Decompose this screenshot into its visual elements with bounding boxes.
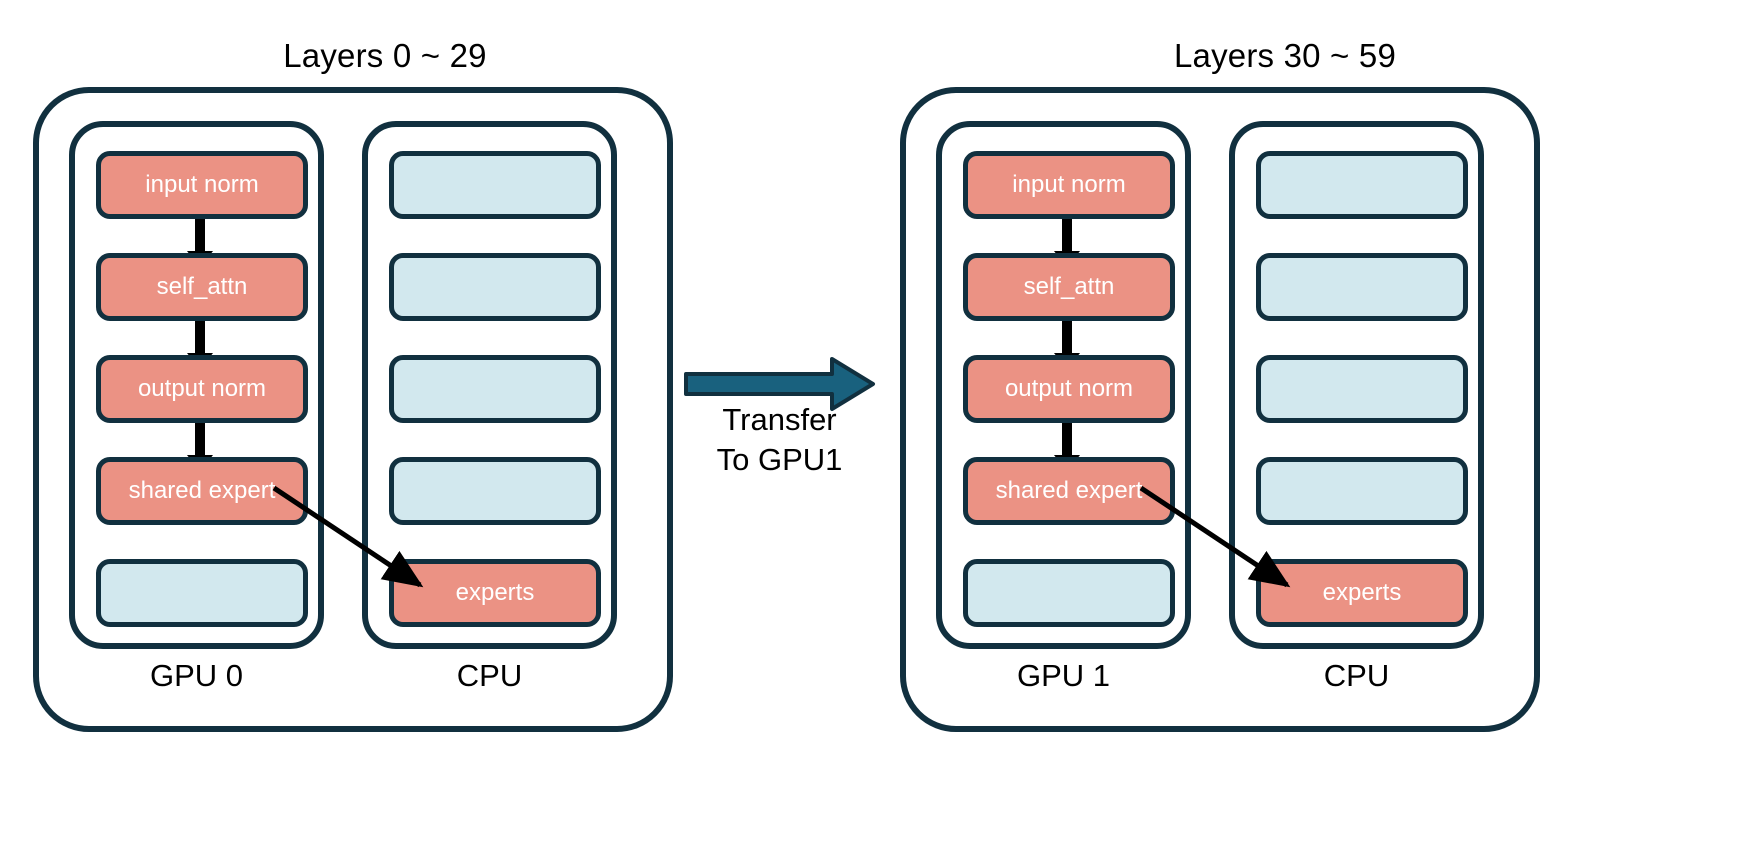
panel-title-left: Layers 0 ~ 29 (283, 37, 487, 74)
block-self-attn[interactable]: self_attn (96, 253, 308, 321)
block-idle-slot[interactable] (389, 151, 601, 219)
block-idle-slot[interactable] (1256, 253, 1468, 321)
transfer-arrow-icon (684, 357, 875, 411)
block-experts[interactable]: experts (1256, 559, 1468, 627)
column-gpu-0: input norm self_attn output norm shared … (69, 121, 324, 649)
block-idle-slot[interactable] (1256, 457, 1468, 525)
device-label-cpu-1: CPU (1323, 658, 1390, 693)
device-label-gpu-0: GPU 0 (149, 658, 244, 693)
block-idle-slot[interactable] (1256, 151, 1468, 219)
flow-arrow-icon (1054, 219, 1080, 268)
block-shared-expert[interactable]: shared expert (96, 457, 308, 525)
flow-arrow-icon (187, 423, 213, 472)
block-experts[interactable]: experts (389, 559, 601, 627)
column-cpu-0: experts (362, 121, 617, 649)
device-label-cpu-0: CPU (456, 658, 523, 693)
flow-arrow-icon (1054, 423, 1080, 472)
device-label-gpu-1: GPU 1 (1016, 658, 1111, 693)
block-idle-slot[interactable] (389, 355, 601, 423)
block-shared-expert[interactable]: shared expert (963, 457, 1175, 525)
flow-arrow-icon (187, 219, 213, 268)
block-self-attn[interactable]: self_attn (963, 253, 1175, 321)
column-cpu-1: experts (1229, 121, 1484, 649)
flow-arrow-icon (1054, 321, 1080, 370)
block-idle-slot[interactable] (389, 457, 601, 525)
transfer-label: Transfer To GPU1 (716, 402, 843, 477)
flow-arrow-icon (187, 321, 213, 370)
block-idle-slot[interactable] (96, 559, 308, 627)
panel-title-right: Layers 30 ~ 59 (1173, 37, 1397, 74)
block-output-norm[interactable]: output norm (963, 355, 1175, 423)
block-idle-slot[interactable] (963, 559, 1175, 627)
panel-group-right: input norm self_attn output norm shared … (900, 87, 1540, 732)
block-idle-slot[interactable] (389, 253, 601, 321)
block-idle-slot[interactable] (1256, 355, 1468, 423)
panel-group-left: input norm self_attn output norm shared … (33, 87, 673, 732)
block-output-norm[interactable]: output norm (96, 355, 308, 423)
block-input-norm[interactable]: input norm (96, 151, 308, 219)
block-input-norm[interactable]: input norm (963, 151, 1175, 219)
column-gpu-1: input norm self_attn output norm shared … (936, 121, 1191, 649)
